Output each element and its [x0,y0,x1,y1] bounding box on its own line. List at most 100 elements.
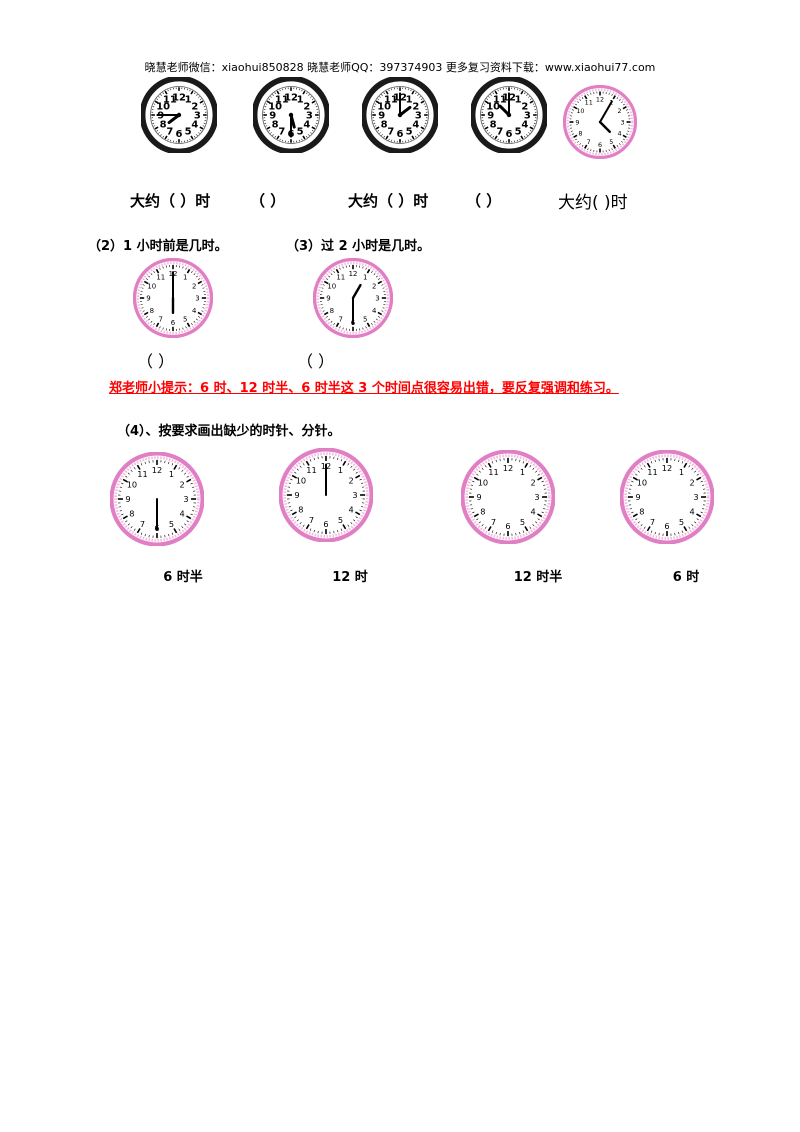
clock-numeral: 10 [147,282,156,290]
clock-tick [321,287,324,289]
clock-tick [490,94,492,96]
clock-tick [419,96,421,98]
clock-tick [482,122,485,124]
clock-tick [282,88,284,91]
clock-tick [290,509,293,512]
clock-tick [301,138,303,141]
clock-tick [627,112,630,114]
clock-tick [691,524,694,527]
clock-tick [587,93,589,96]
clock-tick [643,526,646,529]
clock-tick [330,320,333,323]
clock-tick [410,89,412,92]
clock-numeral: 11 [336,273,345,281]
blank-2[interactable]: （ ） [250,192,286,210]
clock-tick [143,280,149,285]
clock-tick [366,268,371,274]
clock-tick [488,132,490,134]
clock-tick [497,89,499,92]
clock-tick [381,94,383,96]
clock-numeral: 9 [125,494,130,504]
clock-tick [391,88,393,91]
clock-tick [189,89,191,92]
clock-tick [202,287,205,289]
clock-tick [360,506,364,508]
clock-tick [495,459,497,463]
clock-tick [160,134,162,136]
clock-tick [407,139,409,142]
clock-tick [342,460,347,466]
clock-numeral: 3 [524,111,531,122]
clock-numeral: 7 [587,138,591,146]
clock-tick [191,510,195,512]
clock-tick [150,320,153,323]
clock-tick [191,323,193,325]
clock-numeral: 1 [297,95,304,106]
clock-numeral: 3 [306,111,313,122]
clock-tick [203,106,206,108]
clock-tick [541,480,544,483]
clock-numeral: 5 [679,517,684,527]
clock-tick [486,130,489,132]
question-3-label: （3）过 2 小时是几时。 [286,239,431,254]
clock-tick [288,482,292,484]
clock-numeral: 7 [309,515,314,525]
clock-numeral: 4 [348,504,353,514]
clock-numeral: 8 [639,506,644,516]
clock-numeral: 11 [384,95,398,106]
minute-hand [599,100,613,123]
clock-tick [678,459,680,463]
clock-tick [159,326,161,329]
clock-tick [654,531,656,535]
clock-tick [484,100,489,104]
clock-tick [178,528,181,531]
clock-tick [144,461,146,465]
clock-tick [194,92,196,95]
blank-5[interactable]: 大约( )时 [558,193,628,213]
answer-q3[interactable]: （ ） [297,352,335,371]
clock-tick [274,92,276,95]
clock-tick [519,459,521,463]
clock-tick [311,126,316,130]
clock-tick [153,271,155,273]
answer-q2[interactable]: （ ） [137,352,175,371]
clock-tick [487,462,492,468]
clock-tick [691,467,694,470]
clock-tick [571,133,574,135]
clock-numeral: 4 [618,130,622,138]
clock-tick [640,524,643,527]
clock-tick [541,511,544,514]
blank-4[interactable]: （ ） [466,192,502,210]
clock-tick [194,135,196,138]
clock-tick [371,323,373,325]
clock-tick [654,459,656,463]
clock-tick [570,130,573,132]
clock-tick [629,484,633,486]
clock-tick [156,130,159,132]
clock-tick [268,98,271,100]
clock-tick [335,268,340,274]
blank-3[interactable]: 大约（ ）时 [348,192,429,210]
clock-tick [190,513,193,516]
clock-tick [423,103,426,105]
clock-tick [162,92,164,95]
clock-tick [197,311,203,316]
blank-1[interactable]: 大约（ ）时 [130,192,211,210]
clock-numeral: 11 [275,95,289,106]
clock-tick [494,135,498,140]
clock-tick [483,125,486,127]
clock-tick [198,96,200,98]
clock-tick [186,88,188,91]
clock-tick [577,101,579,104]
clock-tick [162,327,164,330]
clock-tick [579,99,582,101]
clock-tick [420,98,423,100]
clock-tick [417,94,419,96]
clock-numeral: 6 [664,521,669,531]
clock-tick [524,462,529,468]
clock-tick [347,463,350,466]
clock-tick [162,266,164,269]
clock-tick [529,465,532,468]
